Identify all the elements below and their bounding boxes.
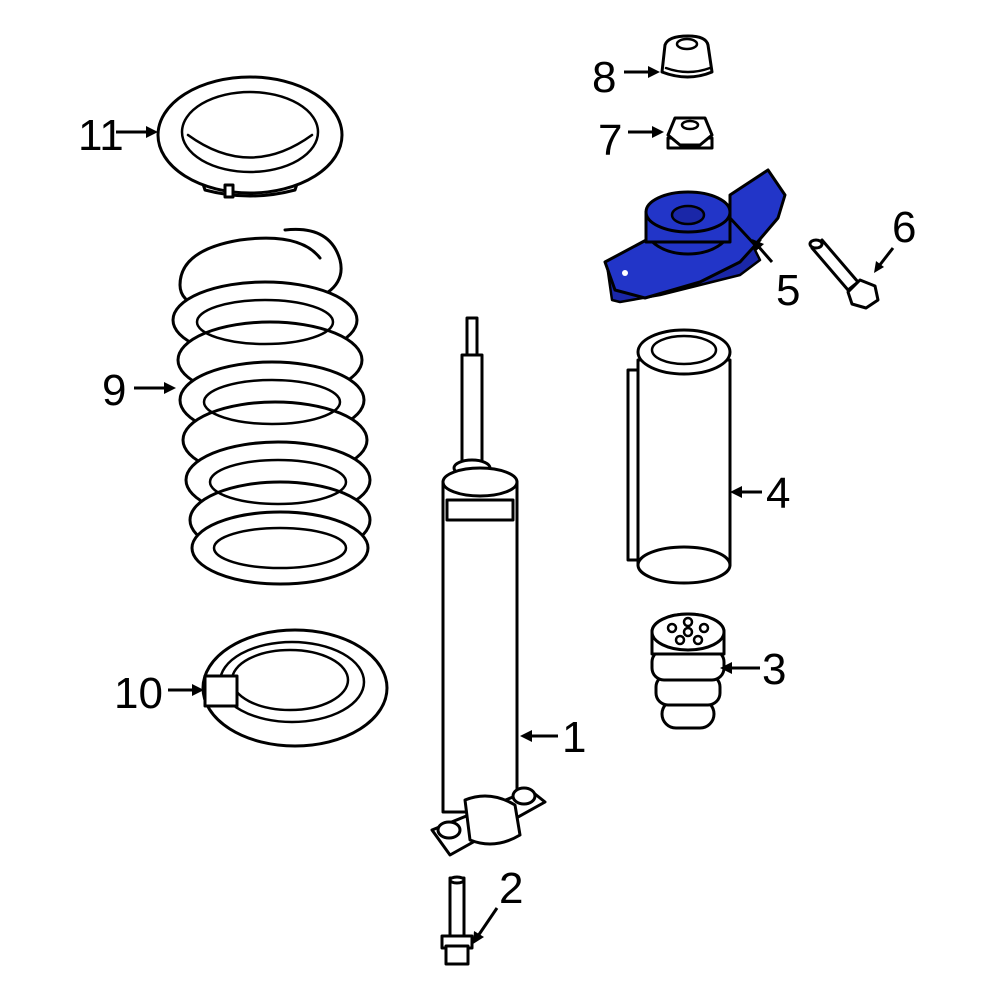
part-3-bump-stop[interactable]	[650, 612, 726, 730]
part-11-upper-spring-seat[interactable]	[156, 75, 344, 199]
part-1-shock-absorber[interactable]	[430, 316, 547, 857]
callout-10: 10	[114, 669, 163, 718]
callout-3: 3	[762, 645, 786, 694]
part-10-lower-spring-seat[interactable]	[201, 628, 389, 748]
part-8-cap[interactable]	[660, 34, 714, 79]
callout-2: 2	[499, 864, 523, 913]
callout-1: 1	[562, 713, 586, 762]
part-2-bolt[interactable]	[440, 875, 474, 966]
part-4-dust-boot[interactable]	[626, 328, 732, 585]
callout-9: 9	[102, 366, 126, 415]
part-9-coil-spring[interactable]	[171, 227, 372, 586]
leader-arrows	[116, 66, 895, 944]
part-6-bolt[interactable]	[808, 238, 880, 310]
part-7-nut[interactable]	[666, 116, 714, 150]
callout-4: 4	[766, 469, 790, 518]
callout-6: 6	[892, 203, 916, 252]
callout-8: 8	[592, 53, 616, 102]
callout-7: 7	[598, 116, 622, 165]
callout-11: 11	[78, 111, 124, 160]
callout-5: 5	[776, 266, 800, 315]
part-5-upper-mount[interactable]	[603, 168, 787, 304]
